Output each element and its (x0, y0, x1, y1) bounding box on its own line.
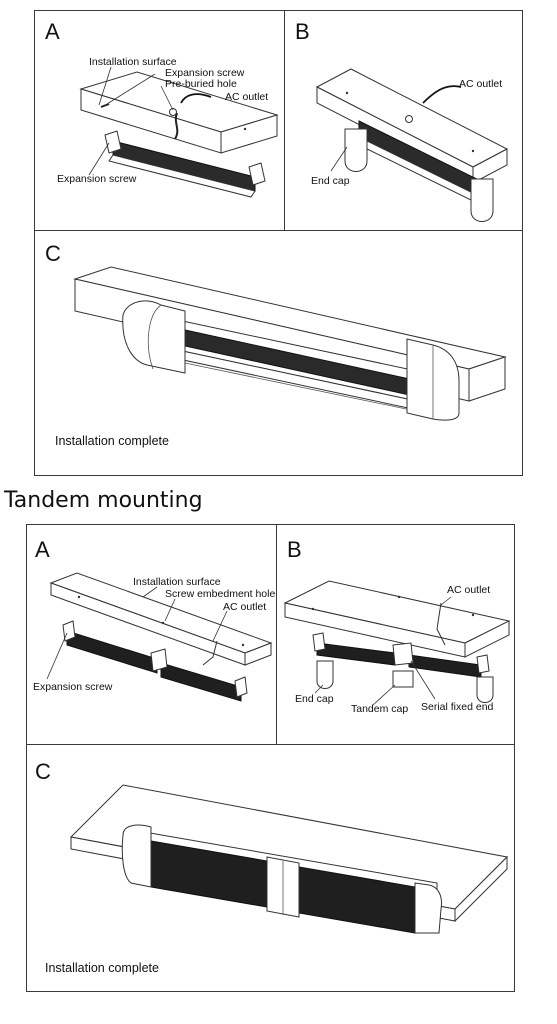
tandem-mounting-heading: Tandem mounting (4, 488, 203, 513)
step-letter: C (45, 241, 61, 266)
screw-embedment-hole-label: Screw embedment hole (165, 588, 276, 600)
tandem-cap-label: Tandem cap (351, 703, 409, 715)
installation-complete-caption: Installation complete (55, 434, 169, 448)
expansion-screw-label: Expansion screw (165, 67, 245, 79)
installation-complete-caption: Installation complete (45, 961, 159, 975)
surface-step-b-panel: B AC outlet End cap (284, 10, 523, 232)
surface-step-c-illustration (35, 231, 523, 476)
tandem-step-a-panel: A Installation surface Screw embedment h… (26, 524, 278, 746)
tandem-step-b-panel: B AC outlet End cap Tandem cap Serial fi… (276, 524, 515, 746)
pre-buried-hole-label: Pre-buried hole (165, 78, 237, 90)
end-cap-label: End cap (295, 693, 334, 705)
serial-fixed-end-label: Serial fixed end (421, 701, 494, 713)
installation-surface-label: Installation surface (89, 56, 177, 68)
step-letter: A (35, 537, 50, 562)
tandem-step-c-illustration (27, 745, 515, 992)
tandem-step-c-panel: C Installation complete (26, 744, 515, 992)
tandem-step-b-illustration (277, 525, 515, 746)
ac-outlet-label: AC outlet (223, 601, 267, 613)
surface-step-a-panel: A Installation surface Expansion screw P… (34, 10, 286, 232)
surface-step-b-illustration (285, 11, 523, 232)
surface-step-a-illustration (35, 11, 286, 232)
installation-surface-label: Installation surface (133, 576, 221, 588)
step-letter: A (45, 19, 60, 44)
expansion-screw-label: Expansion screw (57, 173, 137, 185)
expansion-screw-label: Expansion screw (33, 681, 113, 693)
end-cap-label: End cap (311, 175, 350, 187)
ac-outlet-label: AC outlet (225, 91, 269, 103)
step-letter: C (35, 759, 51, 784)
tandem-step-a-illustration (27, 525, 278, 746)
ac-outlet-label: AC outlet (459, 78, 503, 90)
step-letter: B (287, 537, 302, 562)
ac-outlet-label: AC outlet (447, 584, 491, 596)
surface-step-c-panel: C Installation complete (34, 230, 523, 476)
step-letter: B (295, 19, 310, 44)
